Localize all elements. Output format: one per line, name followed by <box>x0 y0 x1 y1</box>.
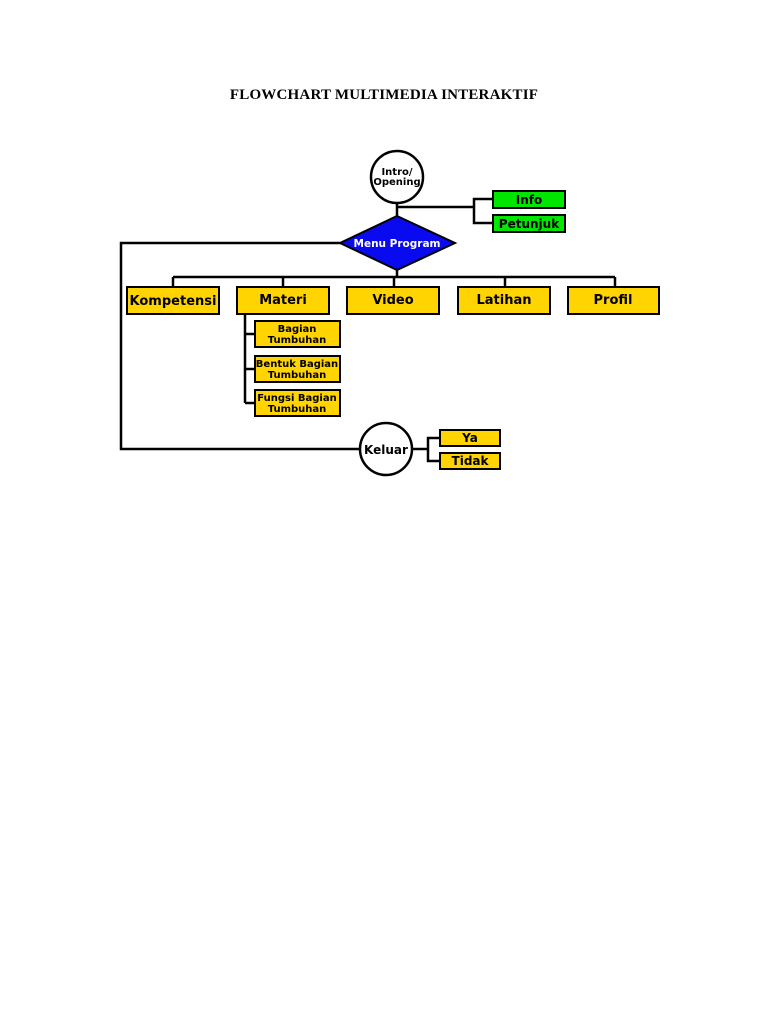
intro-label-line2: Opening <box>373 177 420 188</box>
tidak-label: Tidak <box>452 454 490 468</box>
bagian-tumbuhan-node: Bagian Tumbuhan <box>254 320 341 348</box>
bagian-label-line2: Tumbuhan <box>268 335 327 346</box>
petunjuk-node: Petunjuk <box>492 214 566 233</box>
fungsi-bagian-tumbuhan-node: Fungsi Bagian Tumbuhan <box>254 389 341 417</box>
bentuk-bagian-tumbuhan-node: Bentuk Bagian Tumbuhan <box>254 355 341 383</box>
profil-node: Profil <box>567 286 660 315</box>
video-node: Video <box>346 286 440 315</box>
bentuk-label-line2: Tumbuhan <box>268 370 327 381</box>
fungsi-label-line2: Tumbuhan <box>268 404 327 415</box>
menu-program-node: Menu Program <box>337 214 458 272</box>
profil-label: Profil <box>594 293 633 308</box>
kompetensi-node: Kompetensi <box>126 286 220 315</box>
materi-label: Materi <box>259 293 307 308</box>
page-title: FLOWCHART MULTIMEDIA INTERAKTIF <box>229 87 539 103</box>
connector-lines <box>119 197 617 463</box>
latihan-label: Latihan <box>476 293 531 308</box>
info-label: Info <box>516 193 542 207</box>
tidak-node: Tidak <box>439 452 501 470</box>
intro-opening-node: Intro/ Opening <box>369 149 425 205</box>
petunjuk-label: Petunjuk <box>499 217 560 231</box>
menu-program-label: Menu Program <box>354 238 441 250</box>
ya-label: Ya <box>461 431 478 445</box>
keluar-label: Keluar <box>364 443 408 457</box>
kompetensi-label: Kompetensi <box>130 294 217 309</box>
bentuk-label-line1: Bentuk Bagian <box>256 359 338 370</box>
latihan-node: Latihan <box>457 286 551 315</box>
intro-label-line1: Intro/ <box>381 167 412 178</box>
keluar-node: Keluar <box>358 421 414 477</box>
fungsi-label-line1: Fungsi Bagian <box>257 393 336 404</box>
bagian-label-line1: Bagian <box>278 324 317 335</box>
info-node: Info <box>492 190 566 209</box>
materi-node: Materi <box>236 286 330 315</box>
video-label: Video <box>372 293 413 308</box>
ya-node: Ya <box>439 429 501 447</box>
